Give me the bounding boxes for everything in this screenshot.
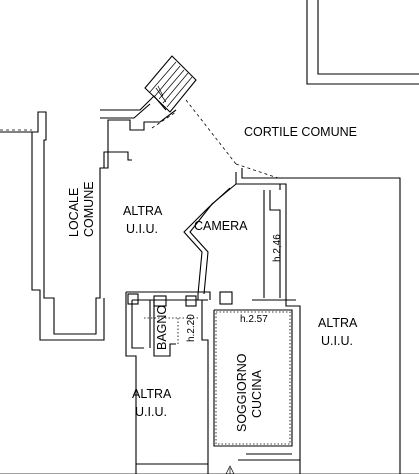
cortile-comune-label: CORTILE COMUNE (244, 125, 357, 139)
camera-height-label: h.2,46 (272, 234, 283, 262)
soggiorno-height-label: h.2.57 (240, 314, 268, 325)
altra-uiu-sw-label-line1: ALTRA (132, 387, 172, 401)
soggiorno-label-line1: SOGGIORNO (235, 353, 249, 432)
locale-comune-label-line1: LOCALE (67, 188, 81, 237)
camera-label: CAMERA (194, 219, 248, 233)
altra-uiu-east-label-line2: U.I.U. (321, 334, 353, 348)
courtyard-boundary (306, 0, 419, 85)
altra-uiu-nw-label-line1: ALTRA (123, 204, 163, 218)
apartment-walls (0, 168, 419, 474)
bagno-height-label: h.2.20 (186, 314, 197, 342)
altra-uiu-east-label-line1: ALTRA (318, 316, 358, 330)
room-labels: CORTILE COMUNE LOCALE COMUNE ALTRA U.I.U… (67, 125, 358, 432)
staircase (100, 55, 197, 119)
altra-uiu-nw-label-line2: U.I.U. (126, 222, 158, 236)
bagno-label: BAGNO (155, 305, 169, 350)
soggiorno-label-line2: CUCINA (250, 369, 264, 418)
locale-comune-label-line2: COMUNE (82, 181, 96, 237)
altra-uiu-sw-label-line2: U.I.U. (135, 405, 167, 419)
locale-comune-outline (0, 109, 177, 341)
courtyard-dashed-boundary (0, 99, 279, 179)
